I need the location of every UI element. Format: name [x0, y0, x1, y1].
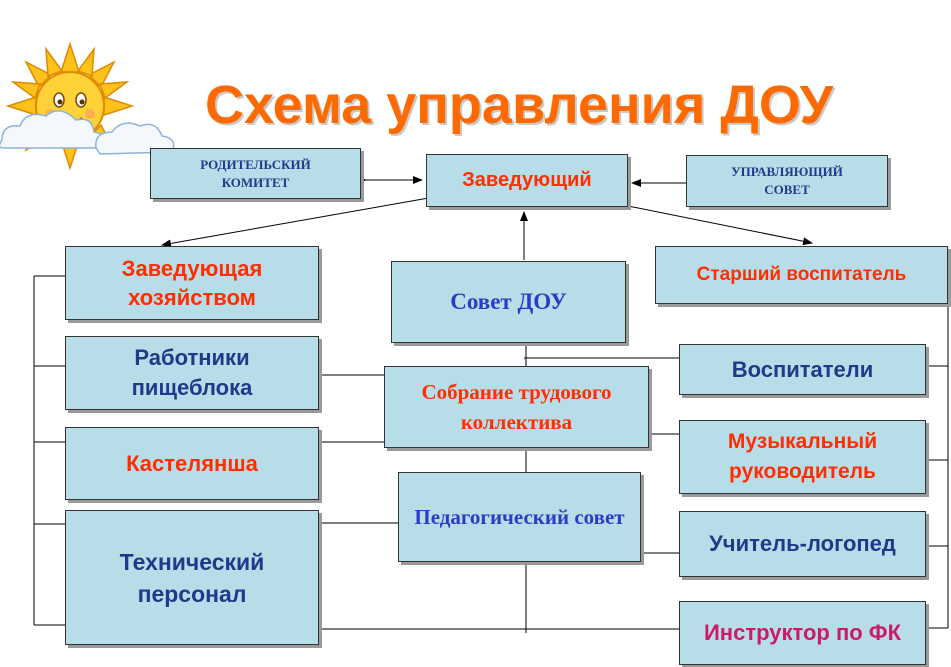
- senior-educator-box: Старший воспитатель: [655, 246, 948, 304]
- labor-assembly-label: Собрание трудового коллектива: [421, 380, 612, 434]
- linen-keeper-label: Кастелянша: [126, 450, 258, 476]
- household-manager-box: Заведующая хозяйством: [65, 246, 319, 320]
- senior-educator-label: Старший воспитатель: [696, 264, 907, 285]
- technical-staff-label: Технический персонал: [119, 548, 265, 607]
- kitchen-staff-box: Работники пищеблока: [65, 336, 319, 410]
- educators-box: Воспитатели: [679, 344, 926, 395]
- governing-council-label: УПРАВЛЯЮЩИЙ СОВЕТ: [731, 164, 843, 197]
- head-box: Заведующий: [426, 154, 628, 207]
- head-label: Заведующий: [462, 169, 592, 191]
- speech-therapist-label: Учитель-логопед: [709, 531, 896, 556]
- pedagogical-council-box: Педагогический совет: [398, 472, 641, 562]
- kitchen-staff-label: Работники пищеблока: [131, 345, 253, 400]
- sun-with-clouds-icon: [0, 41, 175, 171]
- parent-committee-label: РОДИТЕЛЬСКИЙ КОМИТЕТ: [200, 156, 311, 190]
- labor-assembly-box: Собрание трудового коллектива: [384, 366, 649, 448]
- pe-instructor-label: Инструктор по ФК: [703, 620, 902, 645]
- council-dou-box: Совет ДОУ: [391, 261, 626, 343]
- parent-committee-box: РОДИТЕЛЬСКИЙ КОМИТЕТ: [150, 148, 361, 199]
- governing-council-box: УПРАВЛЯЮЩИЙ СОВЕТ: [686, 155, 888, 207]
- page-title: Схема управления ДОУ: [205, 75, 834, 135]
- music-director-box: Музыкальный руководитель: [679, 420, 926, 494]
- technical-staff-box: Технический персонал: [65, 510, 319, 645]
- household-manager-label: Заведующая хозяйством: [121, 256, 263, 310]
- music-director-label: Музыкальный руководитель: [727, 430, 878, 483]
- pe-instructor-box: Инструктор по ФК: [679, 601, 926, 665]
- council-dou-label: Совет ДОУ: [450, 289, 567, 314]
- pedagogical-council-label: Педагогический совет: [414, 505, 625, 529]
- educators-label: Воспитатели: [731, 356, 874, 382]
- linen-keeper-box: Кастелянша: [65, 427, 319, 500]
- speech-therapist-box: Учитель-логопед: [679, 511, 926, 577]
